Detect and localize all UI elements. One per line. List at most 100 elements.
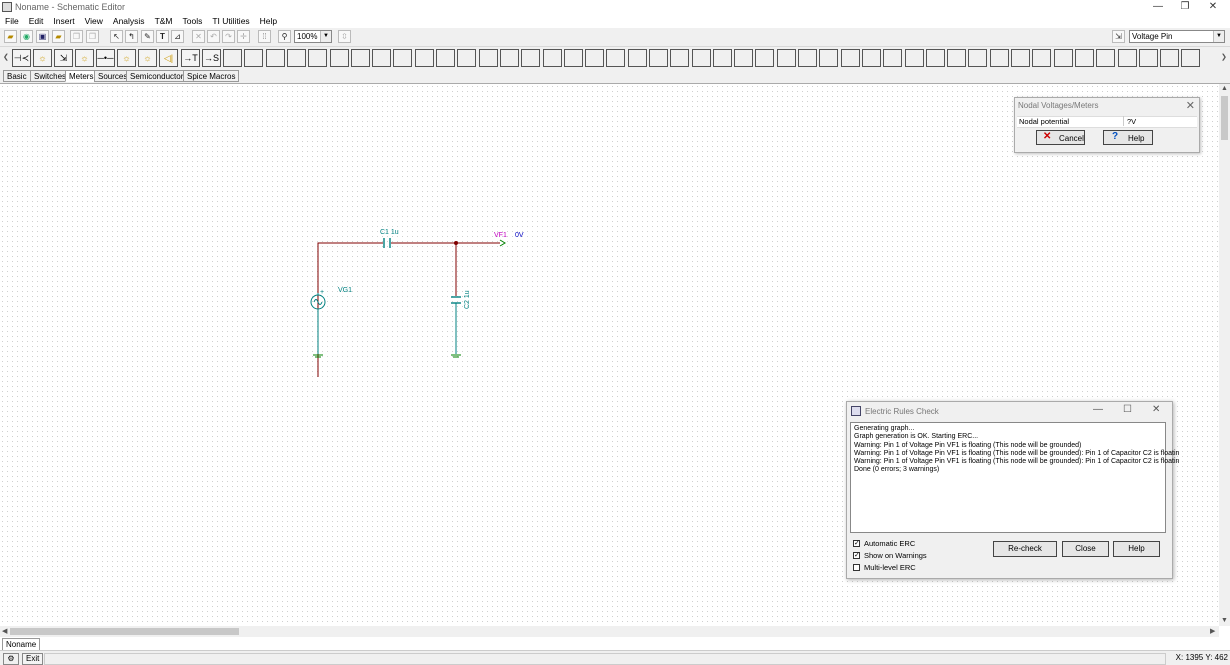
palette-probe[interactable]: ⇲ (54, 49, 73, 67)
palette-ammeter[interactable]: ⊣≺ (12, 49, 31, 67)
palette-terminal-s[interactable]: →S (202, 49, 221, 67)
vertical-scrollbar[interactable]: ▲ ▼ (1219, 84, 1230, 626)
fit-icon[interactable]: ⇳ (338, 30, 351, 43)
multi-level-erc-label: Multi-level ERC (864, 563, 916, 572)
palette-terminal-t[interactable]: →T (181, 49, 200, 67)
menu-tools[interactable]: Tools (182, 16, 203, 26)
minimize-button[interactable]: — (1153, 1, 1163, 12)
vg1-label: VG1 (338, 287, 352, 294)
multi-level-erc-checkbox[interactable] (853, 564, 860, 571)
open-folder-icon[interactable]: ▰ (4, 30, 17, 43)
empty-palette-slot (500, 49, 519, 67)
capacitor-c1[interactable] (383, 238, 391, 248)
delete-icon[interactable]: ✕ (192, 30, 205, 43)
palette-lamp-2[interactable]: ☼ (75, 49, 94, 67)
menu-ti-utilities[interactable]: TI Utilities (212, 16, 250, 26)
undo-icon[interactable]: ↶ (207, 30, 220, 43)
tab-sources[interactable]: Sources (94, 70, 132, 82)
maximize-button[interactable]: ❐ (1180, 1, 1190, 12)
show-on-warnings-checkbox[interactable]: ✓ (853, 552, 860, 559)
zoom-select[interactable]: 100% ▼ (294, 30, 332, 43)
column-divider (1123, 116, 1124, 126)
voltage-pin-vf1[interactable] (499, 239, 506, 247)
empty-palette-slot (1011, 49, 1030, 67)
cancel-button[interactable]: ✕ Cancel (1036, 130, 1085, 145)
menu-view[interactable]: View (84, 16, 103, 26)
component-select[interactable]: Voltage Pin ▼ (1129, 30, 1225, 43)
palette-lamp-4[interactable]: ☼ (138, 49, 157, 67)
close-button[interactable]: ✕ (1208, 1, 1218, 12)
menu-tm[interactable]: T&M (154, 16, 173, 26)
chevron-left-icon[interactable]: ◀ (2, 628, 8, 635)
voltage-generator-vg1[interactable] (310, 293, 326, 354)
help-button[interactable]: ? Help (1103, 130, 1153, 145)
empty-palette-slot (436, 49, 455, 67)
empty-palette-slot (479, 49, 498, 67)
exit-button[interactable]: Exit (22, 653, 44, 665)
pointer-icon[interactable]: ↖ (110, 30, 123, 43)
chevron-up-icon[interactable]: ▲ (1221, 85, 1228, 92)
tab-switches[interactable]: Switches (30, 70, 71, 82)
log-line: Warning: Pin 1 of Voltage Pin VF1 is flo… (854, 441, 1082, 449)
minimize-icon[interactable]: — (1093, 404, 1103, 415)
vertical-scroll-thumb[interactable] (1221, 96, 1228, 140)
palette-lamp-1[interactable]: ☼ (33, 49, 52, 67)
menu-help[interactable]: Help (259, 16, 278, 26)
recheck-button[interactable]: Re-check (993, 541, 1057, 557)
text-tool-icon[interactable]: T (156, 30, 169, 43)
tab-spice-macros[interactable]: Spice Macros (183, 70, 240, 82)
zoom-icon[interactable]: ⚲ (278, 30, 291, 43)
tab-basic[interactable]: Basic (3, 70, 31, 82)
automatic-erc-checkbox[interactable]: ✓ (853, 540, 860, 547)
empty-palette-slot (372, 49, 391, 67)
exit-icon[interactable]: ⚙ (3, 653, 19, 665)
maximize-icon[interactable]: ☐ (1123, 404, 1132, 415)
chevron-down-icon: ▼ (320, 31, 331, 42)
wire-tool-icon[interactable]: ↰ (125, 30, 138, 43)
place-component-icon[interactable]: ⇲ (1112, 30, 1125, 43)
horizontal-scrollbar[interactable]: ◀ ▶ (0, 626, 1219, 637)
chevron-left-icon[interactable]: ❮ (3, 54, 9, 61)
empty-palette-slot (968, 49, 987, 67)
open-recent-icon[interactable]: ▰ (52, 30, 65, 43)
horizontal-scroll-thumb[interactable] (10, 628, 239, 635)
redo-icon[interactable]: ↷ (222, 30, 235, 43)
close-icon[interactable]: ✕ (1185, 100, 1195, 112)
log-line: Warning: Pin 1 of Voltage Pin VF1 is flo… (854, 458, 1180, 466)
move-icon[interactable]: ✛ (237, 30, 250, 43)
palette-voltage-pin[interactable]: ─•─ (96, 49, 115, 67)
palette-lamp-3[interactable]: ☼ (117, 49, 136, 67)
close-icon[interactable]: ✕ (1152, 404, 1161, 415)
globe-icon[interactable]: ◉ (20, 30, 33, 43)
tab-semiconductors[interactable]: Semiconductors (126, 70, 192, 82)
chevron-down-icon[interactable]: ▼ (1221, 617, 1228, 624)
pen-icon[interactable]: ✎ (141, 30, 154, 43)
close-button[interactable]: Close (1062, 541, 1109, 557)
menu-file[interactable]: File (5, 16, 19, 26)
ground-c2[interactable] (451, 354, 461, 358)
grid-icon[interactable]: ⁞⁞ (258, 30, 271, 43)
wire-left[interactable] (317, 242, 383, 377)
vf1-value: 0V (515, 232, 524, 239)
chevron-right-icon[interactable]: ❯ (1221, 54, 1227, 61)
ground-vg1[interactable] (313, 354, 323, 358)
erc-log[interactable]: Generating graph... Graph generation is … (850, 422, 1180, 533)
menu-analysis[interactable]: Analysis (112, 16, 145, 26)
menu-insert[interactable]: Insert (53, 16, 75, 26)
help-label: Help (1128, 134, 1145, 143)
save-icon[interactable]: ▣ (36, 30, 49, 43)
empty-palette-slot (841, 49, 860, 67)
palette-speaker[interactable]: ◁| (159, 49, 178, 67)
paste-icon[interactable]: ❐ (86, 30, 99, 43)
empty-palette-slot (713, 49, 732, 67)
chevron-right-icon[interactable]: ▶ (1210, 628, 1216, 635)
tab-meters[interactable]: Meters (65, 70, 98, 82)
help-button[interactable]: Help (1113, 541, 1160, 557)
copy-icon[interactable]: ❐ (70, 30, 83, 43)
empty-palette-slot (564, 49, 583, 67)
capacitor-c2[interactable] (451, 296, 461, 304)
label-tool-icon[interactable]: ⊿ (171, 30, 184, 43)
cancel-x-icon: ✕ (1043, 131, 1052, 142)
menu-edit[interactable]: Edit (28, 16, 44, 26)
wires (317, 242, 500, 377)
